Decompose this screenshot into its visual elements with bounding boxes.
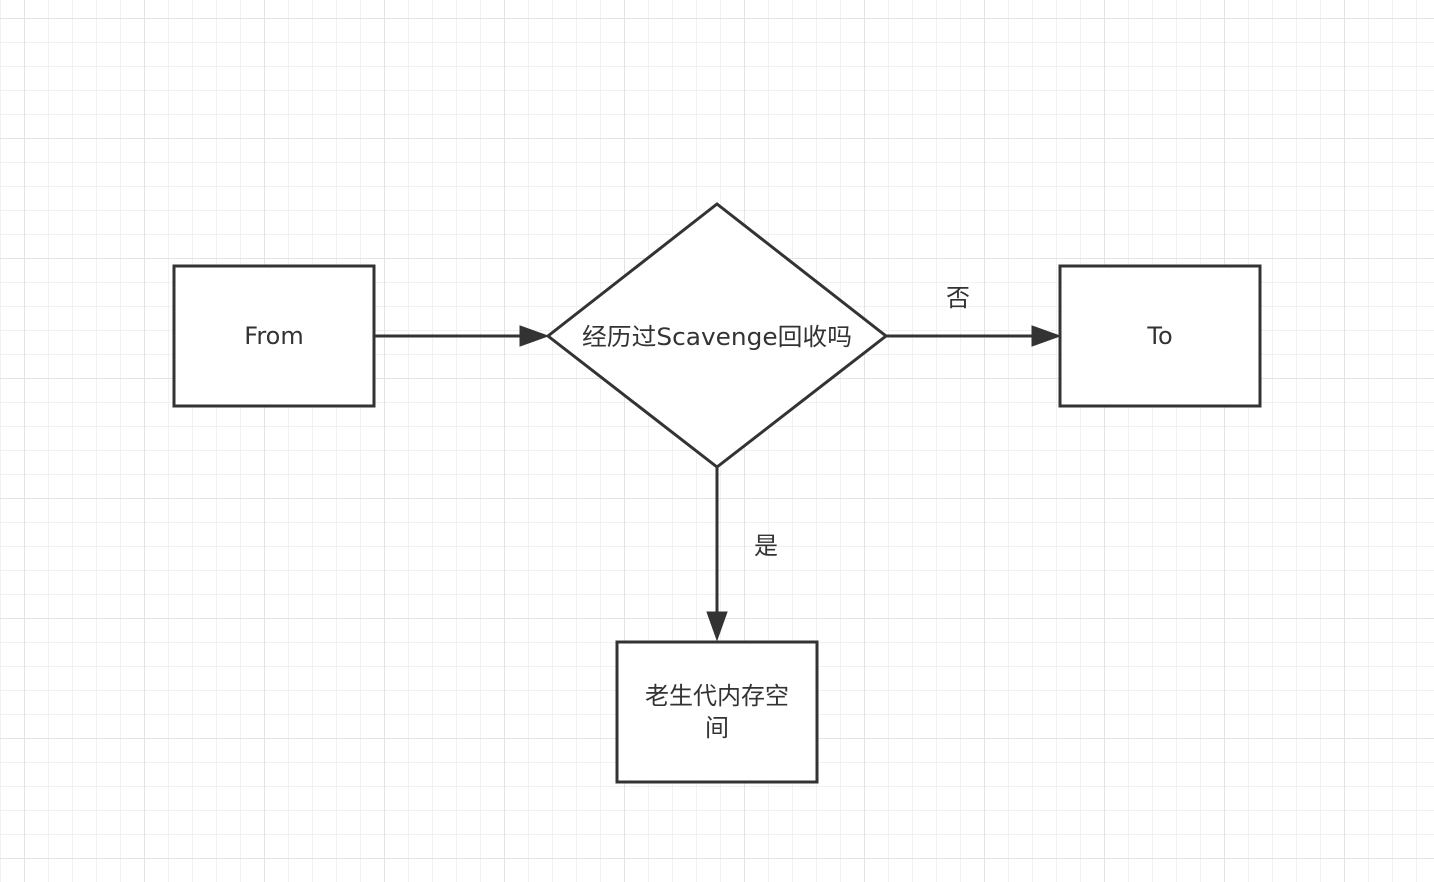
node-from[interactable]: From <box>172 264 376 408</box>
node-old-generation-label-line2: 间 <box>705 714 729 742</box>
node-decision[interactable]: 经历过Scavenge回收吗 <box>545 202 889 469</box>
node-to[interactable]: To <box>1058 264 1262 408</box>
arrowhead-from-to-decision <box>519 325 550 347</box>
node-to-box <box>1058 264 1262 408</box>
edge-label-no: 否 <box>946 284 970 312</box>
edge-label-yes: 是 <box>754 532 778 560</box>
node-from-box <box>172 264 376 408</box>
node-decision-diamond <box>545 202 889 469</box>
node-to-label: To <box>1146 322 1172 350</box>
node-old-generation-box <box>615 640 819 784</box>
node-decision-label: 经历过Scavenge回收吗 <box>582 323 852 351</box>
node-from-label: From <box>244 322 303 350</box>
node-old-generation[interactable]: 老生代内存空 间 <box>615 640 819 784</box>
arrowhead-decision-to-old-generation <box>706 611 728 642</box>
node-old-generation-label-line1: 老生代内存空 <box>645 682 789 710</box>
arrowhead-decision-to-to <box>1031 325 1062 347</box>
